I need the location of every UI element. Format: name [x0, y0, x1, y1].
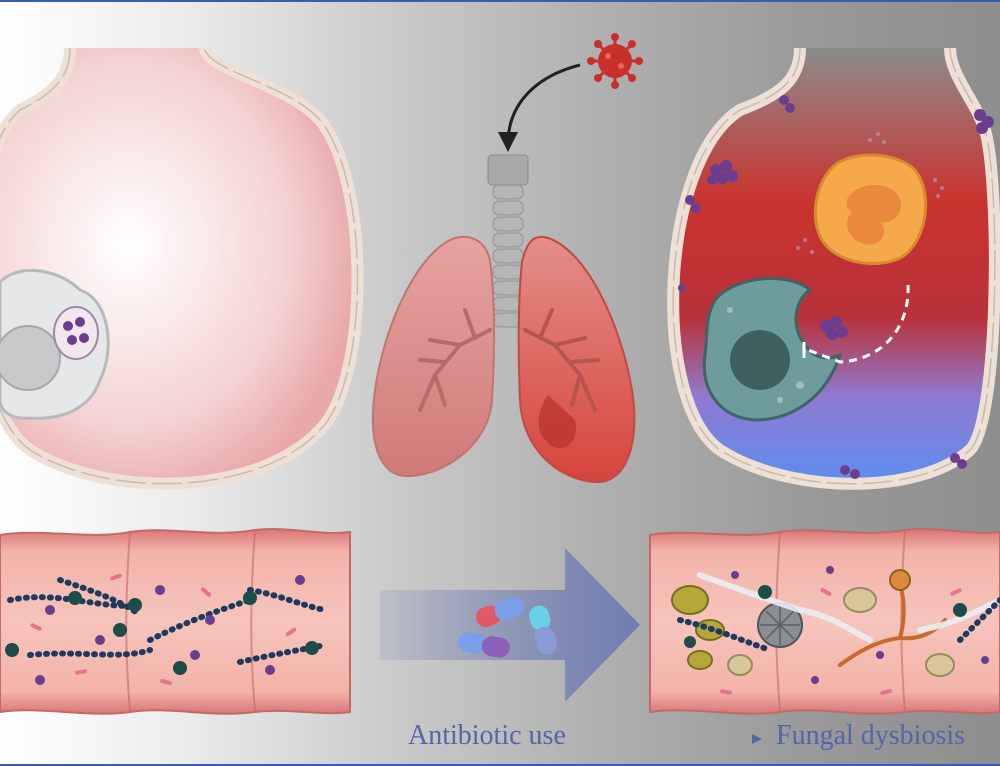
fungal-cluster-icon [678, 95, 994, 479]
neutrophil-icon [796, 132, 944, 266]
antibiotic-use-caption: Antibiotic use [408, 720, 566, 751]
migration-path [807, 284, 910, 364]
dysbiosis-gut [649, 528, 1000, 715]
macrophage-icon [702, 277, 843, 422]
treatment-arrow [380, 548, 640, 702]
virus-icon [587, 33, 643, 89]
infection-arrow [506, 63, 581, 141]
fungal-dysbiosis-caption: Fungal dysbiosis [776, 720, 966, 751]
lungs-icon [371, 154, 636, 484]
bacteria-chain-icon [677, 597, 1000, 653]
healthy-alveolus [0, 46, 364, 490]
capsule-icon [458, 596, 557, 658]
healthy-gut [0, 528, 351, 715]
infected-alveolus [667, 47, 1000, 490]
